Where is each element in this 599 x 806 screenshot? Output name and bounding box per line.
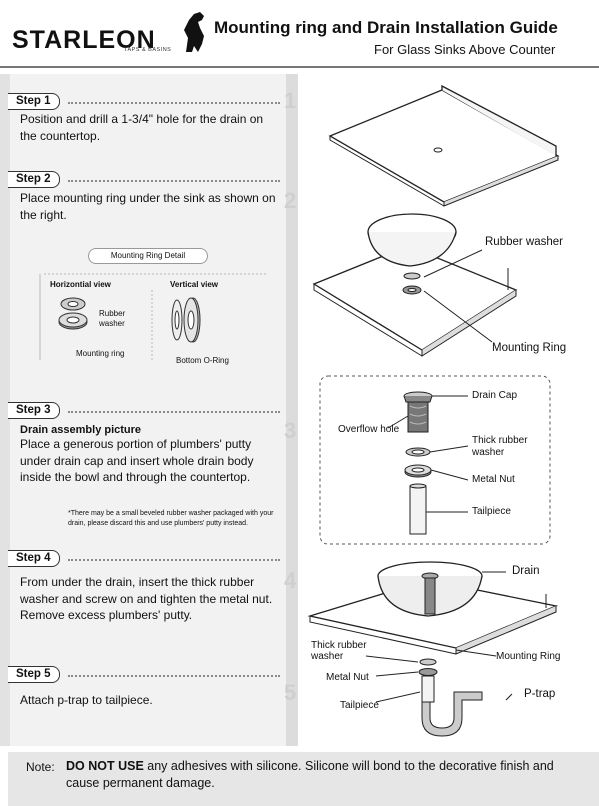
header: STARLEON TAPS & BASINS Mounting ring and… [0,0,599,64]
mounting-ring-callout-1: Mounting Ring [492,342,567,354]
note-warning: DO NOT USE [66,759,144,773]
step-1-number: 1 [284,88,297,113]
p-trap-callout: P-trap [524,688,556,700]
step-1-rule [68,102,280,107]
drain-callout: Drain [512,565,540,577]
step-3-badge: Step 3 [8,402,60,419]
note-bar [8,752,599,806]
brand-logo: STARLEON [12,26,156,54]
horizontal-view-label: Horizontial view [50,280,111,289]
horse-logo-icon [184,12,204,52]
thick-rubber-callout-2: Thick rubber [311,640,367,651]
washer-callout-2: washer [311,651,344,662]
left-strip [0,74,10,746]
step-5-badge: Step 5 [8,666,60,683]
step-number-strip [286,74,298,746]
sink-drain-ptrap-diagram [307,561,559,737]
step-2-number: 2 [284,188,297,213]
step-4-badge: Step 4 [8,550,60,567]
step-1-text: Position and drill a 1-3/4" hole for the… [20,112,264,143]
brand-subtitle: TAPS & BASINS [124,47,172,53]
step-5-number: 5 [284,680,297,705]
rubber-washer-horizontal-icon [58,297,88,330]
rubber-washer-callout: Rubber washer [485,236,563,248]
tailpiece-callout-2: Tailpiece [340,700,379,711]
detail-frame [39,273,266,360]
note-label: Note: [26,760,55,774]
metal-nut-callout-2: Metal Nut [326,672,369,683]
step-3-heading: Drain assembly picture [20,424,142,436]
thick-rubber-callout: Thick rubber [472,435,528,446]
washer-callout: washer [472,447,505,458]
header-divider [0,66,599,68]
step-3-footnote: *There may be a small beveled rubber was… [68,510,274,527]
step-3-text: Place a generous portion of plumbers' pu… [20,437,254,484]
bottom-oring-label: Bottom O-Ring [176,356,229,365]
step-2-rule [68,180,280,185]
note-text: DO NOT USE any adhesives with silicone. … [66,758,586,792]
step-5-rule [68,675,280,680]
mounting-ring-detail-title: Mounting Ring Detail [88,248,208,264]
vertical-view-label: Vertical view [170,280,219,289]
sink-mounting-ring-diagram [312,213,518,357]
step-5-text: Attach p-trap to tailpiece. [20,693,153,707]
step-3-number: 3 [284,418,297,443]
note-body: any adhesives with silicone. Silicone wi… [66,759,554,790]
step-1-badge: Step 1 [8,93,60,110]
step-3-rule [68,411,280,416]
drain-assembly-diagram [319,375,551,545]
overflow-hole-callout: Overflow hole [338,424,400,435]
countertop-drill-diagram [328,84,560,207]
drain-cap-callout: Drain Cap [472,390,518,401]
step-4-rule [68,559,280,564]
metal-nut-callout: Metal Nut [472,474,515,485]
page-title: Mounting ring and Drain Installation Gui… [214,18,558,37]
step-4-number: 4 [284,568,297,593]
tailpiece-callout: Tailpiece [472,506,511,517]
step-2-badge: Step 2 [8,171,60,188]
page-subtitle: For Glass Sinks Above Counter [374,42,556,57]
washer-label: washer [99,319,125,328]
mounting-ring-callout-2: Mounting Ring [496,651,561,662]
rubber-label: Rubber [99,309,126,318]
mounting-ring-label: Mounting ring [76,349,125,358]
step-2-text: Place mounting ring under the sink as sh… [20,191,276,222]
vertical-rings-icon [171,297,201,343]
step-4-text: From under the drain, insert the thick r… [20,575,273,622]
